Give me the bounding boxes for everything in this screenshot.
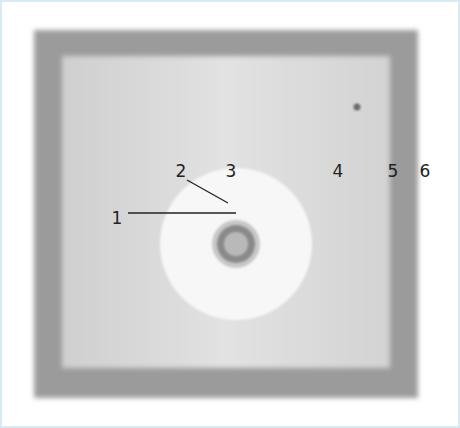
callout-number: 2 — [176, 163, 187, 180]
callout-number: 1 — [112, 210, 123, 227]
callout-number: 6 — [420, 163, 431, 180]
hub-area — [212, 220, 260, 268]
callout-number: 3 — [226, 163, 237, 180]
callout-number: 4 — [333, 163, 344, 180]
disc — [160, 168, 312, 320]
dot — [354, 104, 361, 111]
center-hole — [224, 232, 248, 256]
leader-line — [128, 212, 236, 213]
leader-line — [187, 180, 228, 203]
sleeve-inner — [62, 56, 390, 368]
callout-number: 5 — [388, 163, 399, 180]
hub-ring — [217, 225, 255, 263]
sleeve — [34, 30, 418, 398]
